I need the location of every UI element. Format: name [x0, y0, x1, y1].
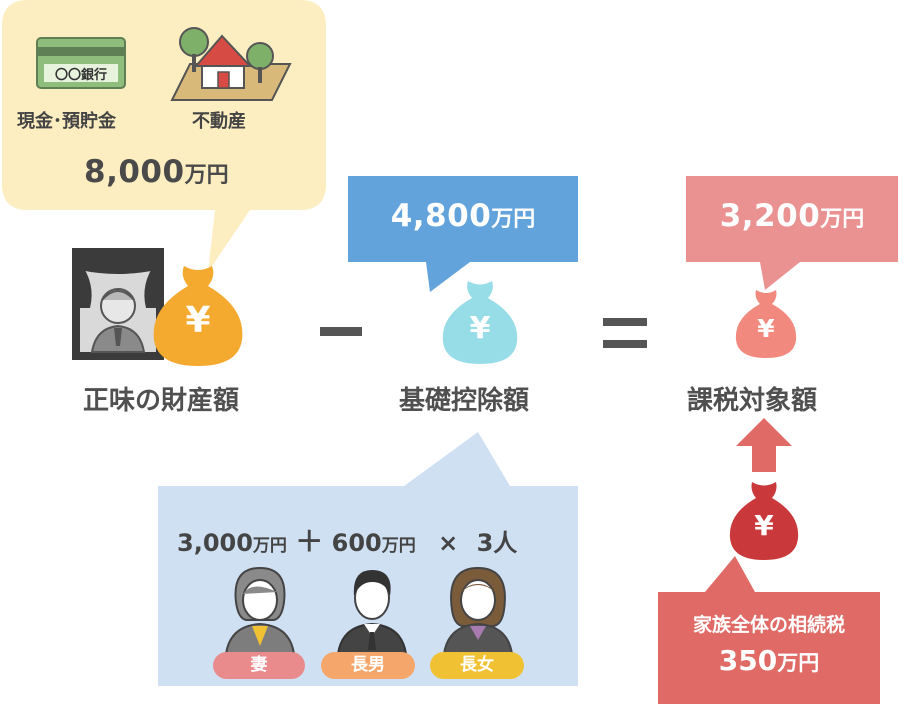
up-arrow-icon — [736, 418, 792, 472]
eldest-son-avatar-icon — [336, 570, 408, 654]
eldest-daughter-avatar-icon — [442, 566, 514, 654]
money-bag-orange-icon — [153, 266, 243, 366]
deduction-amount: 4,800万円 — [348, 198, 578, 234]
yen-symbol-salmon: ¥ — [757, 314, 775, 343]
memorial-portrait-icon — [72, 248, 164, 360]
taxable-box — [686, 176, 898, 290]
formula-per-unit: 万円 — [381, 536, 416, 556]
deduction-amount-unit: 万円 — [491, 207, 536, 232]
house-icon — [170, 27, 292, 101]
taxable-amount: 3,200万円 — [686, 198, 898, 234]
formula-times: × — [438, 529, 459, 557]
deduction-box — [348, 176, 578, 292]
assets-amount-number: 8,000 — [84, 154, 185, 190]
family-tax-box — [658, 556, 880, 704]
money-bag-salmon-icon — [735, 290, 797, 358]
heir-pill-wife: 妻 — [213, 652, 305, 679]
formula-base-number: 3,000 — [177, 529, 253, 557]
net-estate-label: 正味の財産額 — [83, 386, 240, 416]
formula-plus: ＋ — [295, 525, 324, 558]
formula-base-unit: 万円 — [252, 536, 287, 556]
taxable-amount-unit: 万円 — [820, 207, 865, 232]
heir-pill-eldest-son: 長男 — [321, 652, 415, 679]
money-bag-red-icon — [729, 482, 799, 560]
basic-deduction-label: 基礎控除額 — [399, 386, 530, 416]
wife-avatar-icon — [224, 566, 296, 654]
assets-amount: 8,000万円 — [84, 154, 229, 190]
family-tax-amount: 350万円 — [658, 644, 880, 677]
yen-symbol-red: ¥ — [754, 509, 774, 542]
equals-sign — [603, 318, 647, 348]
bank-card-text: 〇〇銀行 — [54, 68, 107, 83]
assets-amount-unit: 万円 — [184, 163, 229, 188]
family-tax-label: 家族全体の相続税 — [692, 614, 845, 636]
formula-per-number: 600 — [331, 529, 382, 557]
formula: 3,000万円 ＋ 600万円 × 3人 — [177, 520, 517, 560]
family-tax-amount-unit: 万円 — [777, 651, 820, 675]
cash-label: 現金･預貯金 — [17, 111, 116, 132]
deduction-amount-number: 4,800 — [390, 198, 492, 234]
taxable-amount-number: 3,200 — [719, 198, 821, 234]
yen-symbol-orange: ¥ — [185, 300, 211, 341]
taxable-amount-label: 課税対象額 — [687, 386, 818, 416]
family-tax-amount-number: 350 — [718, 644, 778, 677]
bank-card-icon — [36, 37, 126, 89]
formula-heirs-count: 3人 — [476, 529, 518, 557]
real-estate-label: 不動産 — [192, 111, 246, 132]
yen-symbol-cyan: ¥ — [469, 311, 491, 346]
minus-sign — [320, 327, 362, 336]
heir-pill-eldest-daughter: 長女 — [430, 652, 524, 679]
money-bag-cyan-icon — [442, 281, 518, 364]
